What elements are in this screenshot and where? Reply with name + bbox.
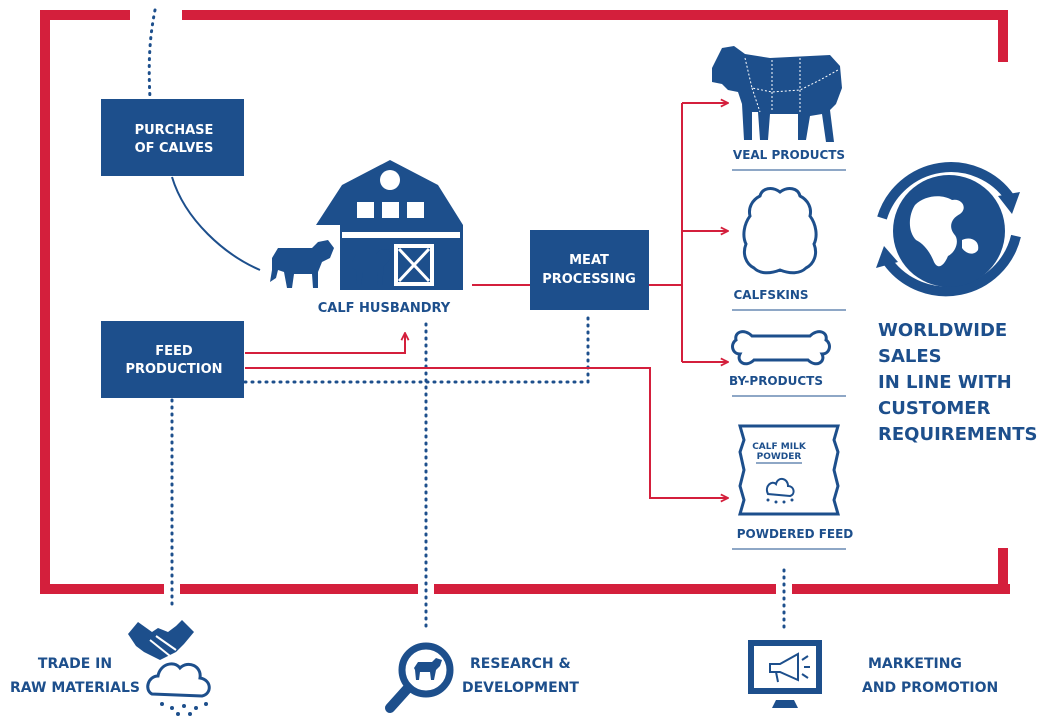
worldwide-line2: SALES	[878, 346, 942, 367]
feed-bag-icon: CALF MILK POWDER	[738, 424, 840, 516]
worldwide-line4: CUSTOMER	[878, 398, 991, 419]
handshake-icon	[128, 620, 194, 660]
purchase-label-line1: PURCHASE	[135, 123, 214, 138]
meat-processing-box: MEAT PROCESSING	[530, 230, 649, 310]
bag-label-line2: POWDER	[757, 452, 802, 462]
marketing-label-line1: MARKETING	[868, 656, 962, 672]
cow-icon	[270, 240, 334, 288]
feed-label-line1: FEED	[155, 344, 193, 359]
veal-products-label: VEAL PRODUCTS	[733, 148, 845, 162]
monitor-megaphone-icon	[748, 640, 822, 708]
barn-icon	[316, 160, 463, 290]
meat-label-line1: MEAT	[569, 253, 609, 268]
veal-cow-icon	[712, 46, 842, 142]
research-label-line2: DEVELOPMENT	[462, 680, 579, 696]
raw-materials-pile-icon	[146, 662, 211, 716]
dotted-connectors	[147, 8, 786, 632]
flow-lines	[245, 103, 728, 498]
worldwide-line3: IN LINE WITH	[878, 372, 1012, 393]
cow-in-barn-icon	[352, 249, 392, 285]
calf-husbandry-label: CALF HUSBANDRY	[318, 301, 451, 316]
research-label-line1: RESEARCH &	[470, 656, 571, 672]
company-frame	[40, 10, 1010, 594]
bag-label-line1: CALF MILK	[752, 442, 807, 452]
purchase-to-husbandry-connector	[171, 176, 261, 271]
globe-cycle-icon	[876, 162, 1021, 297]
magnifier-icon	[385, 642, 454, 713]
by-products-label: BY-PRODUCTS	[729, 374, 823, 388]
feed-label-line2: PRODUCTION	[125, 362, 222, 377]
purchase-of-calves-box: PURCHASE OF CALVES	[101, 99, 244, 176]
powdered-feed-label: POWDERED FEED	[737, 527, 854, 541]
worldwide-line5: REQUIREMENTS	[878, 424, 1037, 445]
bone-icon	[731, 330, 831, 366]
purchase-label-line2: OF CALVES	[135, 141, 214, 156]
trade-label-line1: TRADE IN	[38, 656, 112, 672]
calfskins-label: CALFSKINS	[733, 288, 808, 302]
worldwide-line1: WORLDWIDE	[878, 320, 1007, 341]
hide-icon	[742, 187, 818, 275]
meat-label-line2: PROCESSING	[542, 272, 636, 287]
trade-label-line2: RAW MATERIALS	[10, 680, 140, 696]
feed-production-box: FEED PRODUCTION	[101, 321, 244, 398]
marketing-label-line2: AND PROMOTION	[862, 680, 998, 696]
